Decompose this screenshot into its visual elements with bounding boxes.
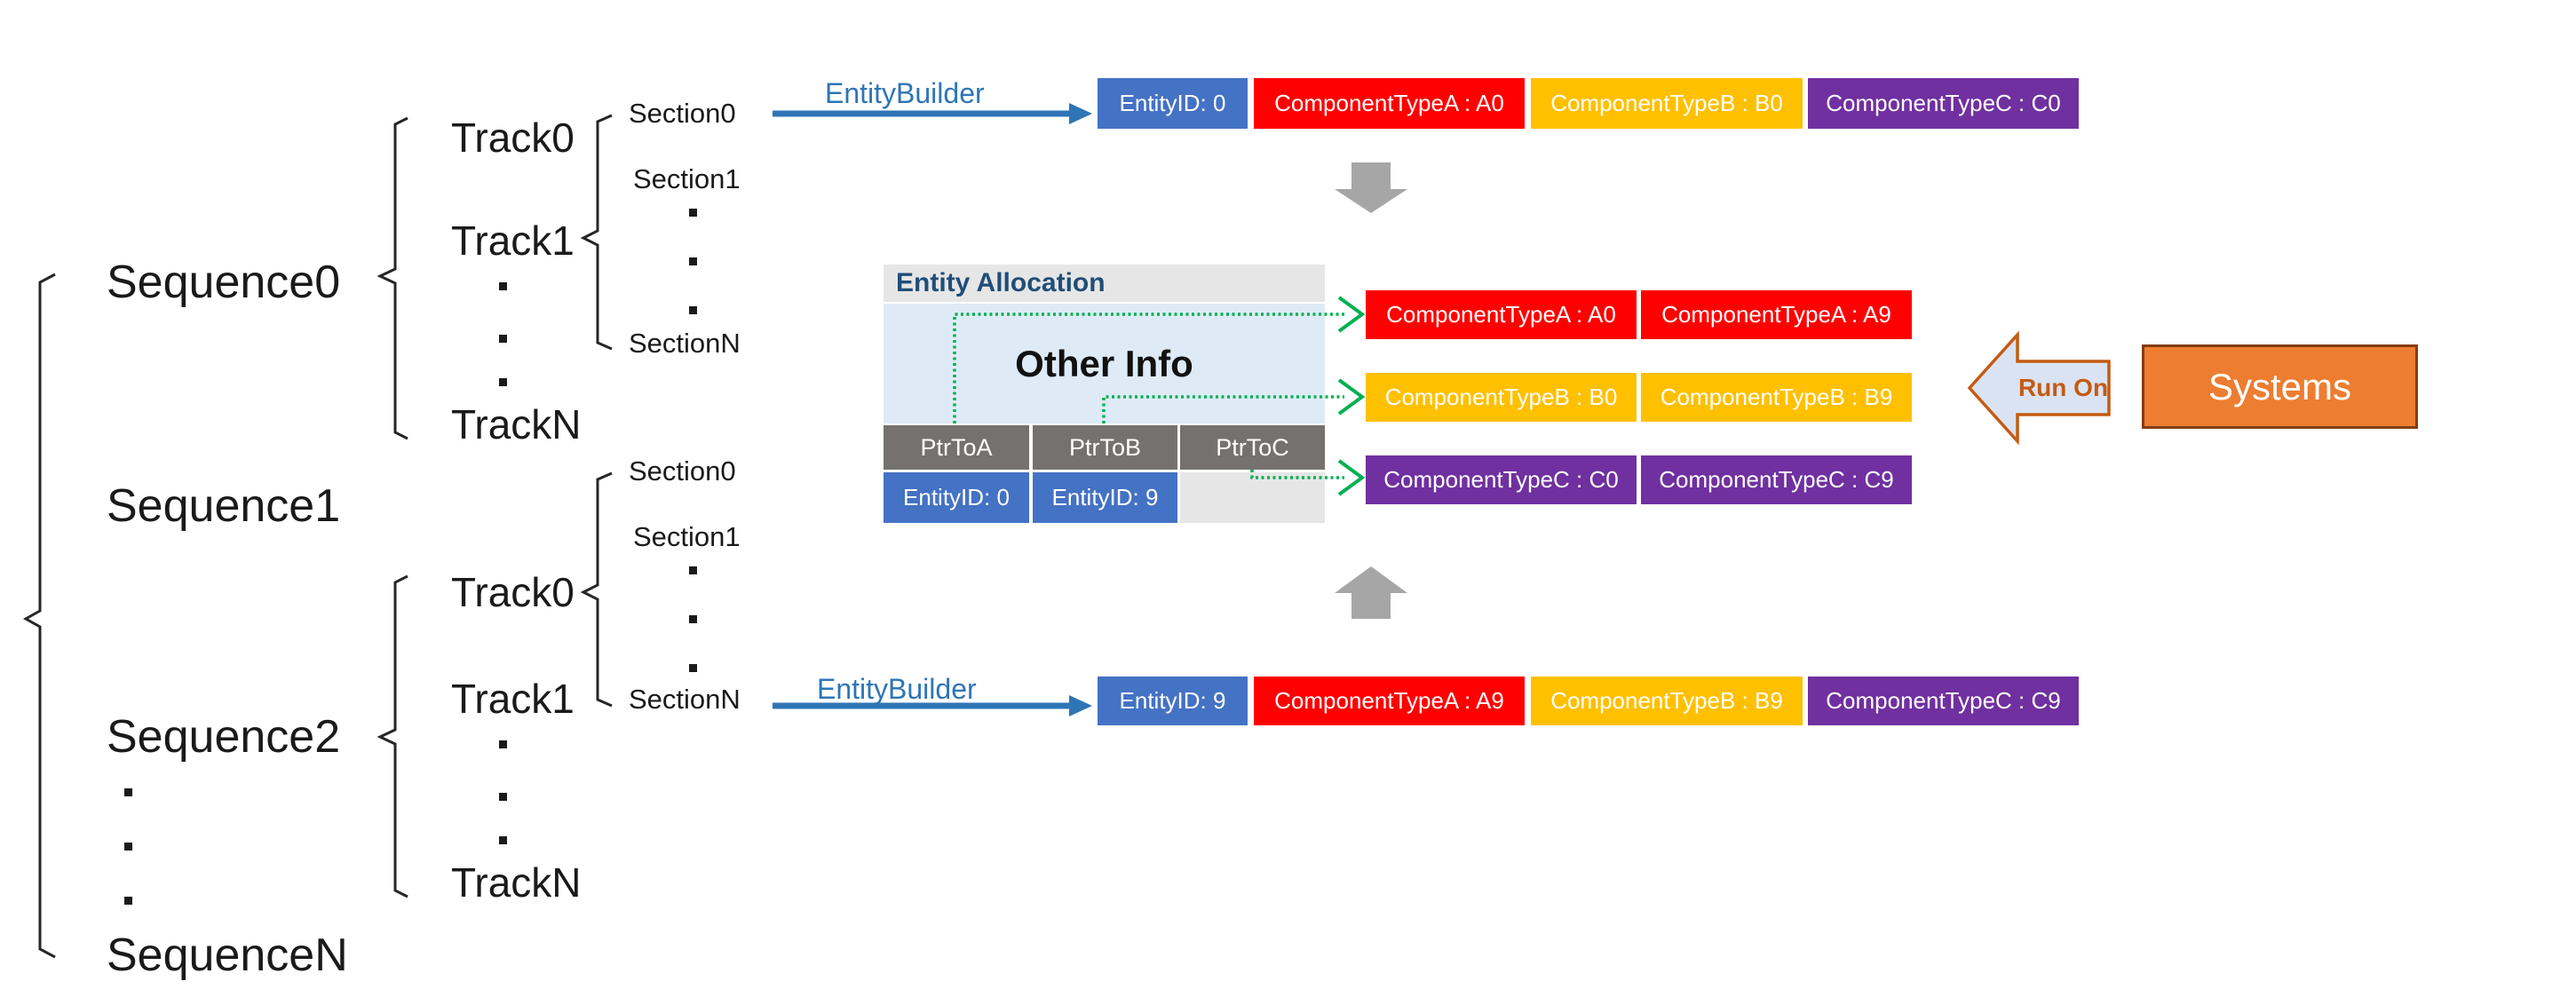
- sequence1-label: Sequence1: [107, 480, 341, 532]
- group1-sections-brace: [580, 114, 613, 351]
- group2-sections-brace: [580, 471, 613, 708]
- ellipsis-dot: [499, 335, 507, 343]
- ellipsis-dot: [499, 793, 507, 801]
- ellipsis-dot: [499, 378, 507, 386]
- entity-row-top-componentC-cell: ComponentTypeC : C0: [1808, 78, 2079, 129]
- group2-tracks-brace: [376, 574, 408, 898]
- group2-trackN-label: TrackN: [451, 859, 582, 906]
- ellipsis-dot: [124, 788, 132, 796]
- ellipsis-dot: [689, 615, 697, 623]
- ptr-to-c-cell: PtrToC: [1180, 425, 1325, 470]
- entity-builder-label-bottom: EntityBuilder: [817, 673, 977, 705]
- componentB-array-cell-0: ComponentTypeB : B0: [1366, 373, 1637, 422]
- componentA-array-cell-1: ComponentTypeA : A9: [1641, 290, 1912, 339]
- sequences-brace: [22, 273, 56, 959]
- group2-track1-label: Track1: [451, 676, 575, 722]
- ellipsis-dot: [689, 664, 697, 672]
- group1-section0-label: Section0: [629, 98, 736, 129]
- entity-allocation-title: Entity Allocation: [884, 265, 1325, 302]
- group1-trackN-label: TrackN: [451, 401, 582, 447]
- group2-section0-label: Section0: [629, 455, 736, 487]
- arrowhead-right-icon: [1069, 103, 1092, 124]
- group1-track1-label: Track1: [451, 218, 575, 264]
- ptr-to-a-cell: PtrToA: [884, 425, 1029, 470]
- ellipsis-dot: [124, 843, 132, 851]
- ptrB-arrowhead-icon: [1337, 378, 1366, 415]
- entity-builder-label-top: EntityBuilder: [825, 77, 985, 109]
- group2-track0-label: Track0: [451, 569, 575, 615]
- ellipsis-dot: [499, 836, 507, 844]
- componentB-array-cell-1: ComponentTypeB : B9: [1641, 373, 1912, 422]
- group1-sectionN-label: SectionN: [629, 328, 741, 359]
- group2-sectionN-label: SectionN: [629, 684, 741, 715]
- arrowhead-right-icon: [1069, 695, 1092, 716]
- run-on-label: Run On: [2017, 374, 2109, 401]
- componentA-array-cell-0: ComponentTypeA : A0: [1366, 290, 1637, 339]
- componentC-array-cell-1: ComponentTypeC : C9: [1641, 455, 1912, 504]
- ellipsis-dot: [689, 306, 697, 314]
- entity-row-top-componentA-cell: ComponentTypeA : A0: [1254, 78, 1525, 129]
- entity-row-bottom-componentC-cell: ComponentTypeC : C9: [1808, 677, 2079, 725]
- ptrC-arrowhead-icon: [1337, 459, 1366, 496]
- group2-section1-label: Section1: [633, 521, 741, 552]
- entity-row-top-id-cell: EntityID: 0: [1098, 78, 1248, 129]
- entity-row-bottom-componentB-cell: ComponentTypeB : B9: [1531, 677, 1803, 725]
- down-block-arrow-icon: [1335, 162, 1407, 213]
- sequence0-label: Sequence0: [107, 257, 341, 308]
- allocation-entityid0-cell: EntityID: 0: [884, 472, 1029, 523]
- entity-row-bottom-componentA-cell: ComponentTypeA : A9: [1254, 677, 1525, 725]
- other-info-area: Other Info: [884, 304, 1325, 423]
- ellipsis-dot: [689, 566, 697, 574]
- ellipsis-dot: [499, 282, 507, 290]
- sequenceN-label: SequenceN: [107, 930, 348, 981]
- allocation-empty-cell: [1180, 472, 1325, 523]
- allocation-entityid9-cell: EntityID: 9: [1033, 472, 1177, 523]
- group1-tracks-brace: [376, 116, 408, 440]
- entity-row-top-componentB-cell: ComponentTypeB : B0: [1531, 78, 1803, 129]
- ellipsis-dot: [499, 740, 507, 748]
- sequence2-label: Sequence2: [107, 711, 341, 763]
- ellipsis-dot: [689, 209, 697, 217]
- group1-track0-label: Track0: [451, 115, 575, 161]
- group1-section1-label: Section1: [633, 163, 741, 194]
- ellipsis-dot: [124, 897, 132, 905]
- ptrA-arrowhead-icon: [1337, 296, 1366, 333]
- ellipsis-dot: [689, 257, 697, 265]
- componentC-array-cell-0: ComponentTypeC : C0: [1366, 455, 1637, 504]
- ptr-to-b-cell: PtrToB: [1033, 425, 1177, 470]
- entity-row-bottom-id-cell: EntityID: 9: [1098, 677, 1248, 725]
- systems-box: Systems: [2142, 344, 2418, 429]
- up-block-arrow-icon: [1335, 566, 1407, 619]
